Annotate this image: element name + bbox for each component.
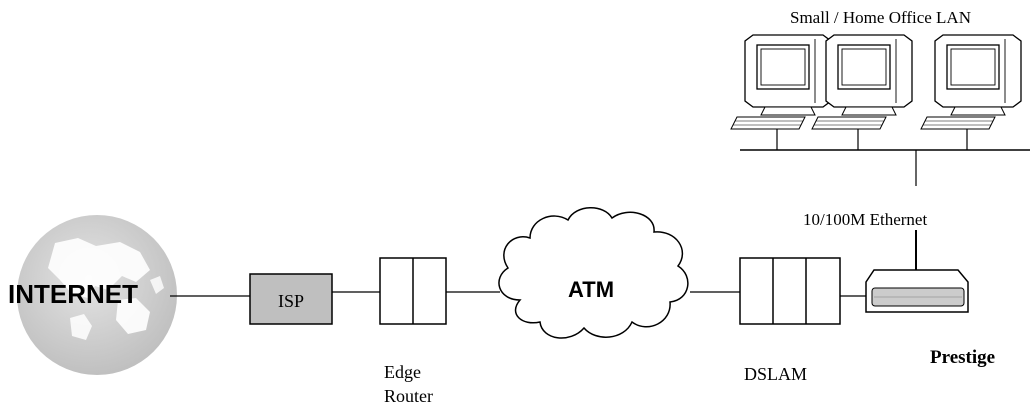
dslam-label: DSLAM bbox=[744, 364, 807, 384]
internet-globe bbox=[17, 215, 177, 375]
prestige-label: Prestige bbox=[930, 347, 995, 368]
cloud-label: ATM bbox=[568, 277, 614, 302]
cloud-icon bbox=[498, 207, 689, 339]
modem-icon bbox=[865, 269, 969, 313]
globe-land-shape bbox=[48, 238, 150, 298]
isp-label: ISP bbox=[278, 291, 304, 311]
computer-icon bbox=[730, 34, 832, 150]
globe-land-shape bbox=[116, 298, 150, 334]
ethernet-label: 10/100M Ethernet bbox=[803, 210, 927, 229]
lan-label: Small / Home Office LAN bbox=[790, 8, 971, 27]
router-icon bbox=[379, 257, 447, 325]
edge-router-label-line1: Edge bbox=[384, 362, 421, 382]
computer-icon bbox=[811, 34, 913, 150]
edge-router-label-line2: Router bbox=[384, 386, 433, 406]
dslam-icon bbox=[739, 257, 841, 325]
isp-box bbox=[249, 273, 333, 325]
globe-land-shape bbox=[150, 276, 164, 294]
computer-icon bbox=[920, 34, 1022, 150]
globe-land-shape bbox=[70, 314, 92, 340]
internet-label: INTERNET bbox=[8, 279, 138, 309]
